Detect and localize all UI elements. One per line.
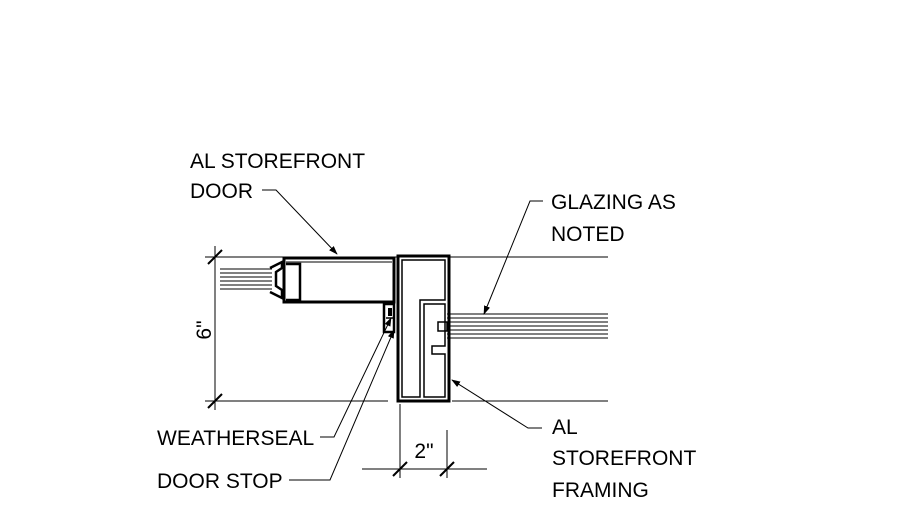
door-glazing-stop: [269, 259, 302, 302]
width-dimension: [362, 404, 487, 478]
door-stop-label: DOOR STOP: [157, 470, 283, 493]
weatherseal-detail: [382, 302, 396, 334]
glazing-label-line1: GLAZING AS: [551, 191, 676, 214]
door-glazing: [220, 268, 272, 290]
reference-lines: [205, 256, 608, 402]
frame-glazing: [447, 313, 608, 339]
height-dimension: [207, 246, 223, 410]
framing-label-line1: AL: [552, 416, 578, 439]
width-dimension-label: 2": [414, 440, 433, 463]
leaders: [262, 189, 543, 481]
door-stile: [282, 256, 396, 304]
weatherseal-label: WEATHERSEAL: [157, 427, 314, 450]
height-dimension-label: 6": [193, 320, 216, 339]
door-label-line2: DOOR: [190, 180, 253, 203]
framing-label-line3: FRAMING: [552, 479, 649, 502]
framing-label-line2: STOREFRONT: [552, 447, 696, 470]
glazing-label-line2: NOTED: [551, 223, 625, 246]
door-label-line1: AL STOREFRONT: [190, 150, 365, 173]
storefront-frame: [396, 254, 451, 403]
